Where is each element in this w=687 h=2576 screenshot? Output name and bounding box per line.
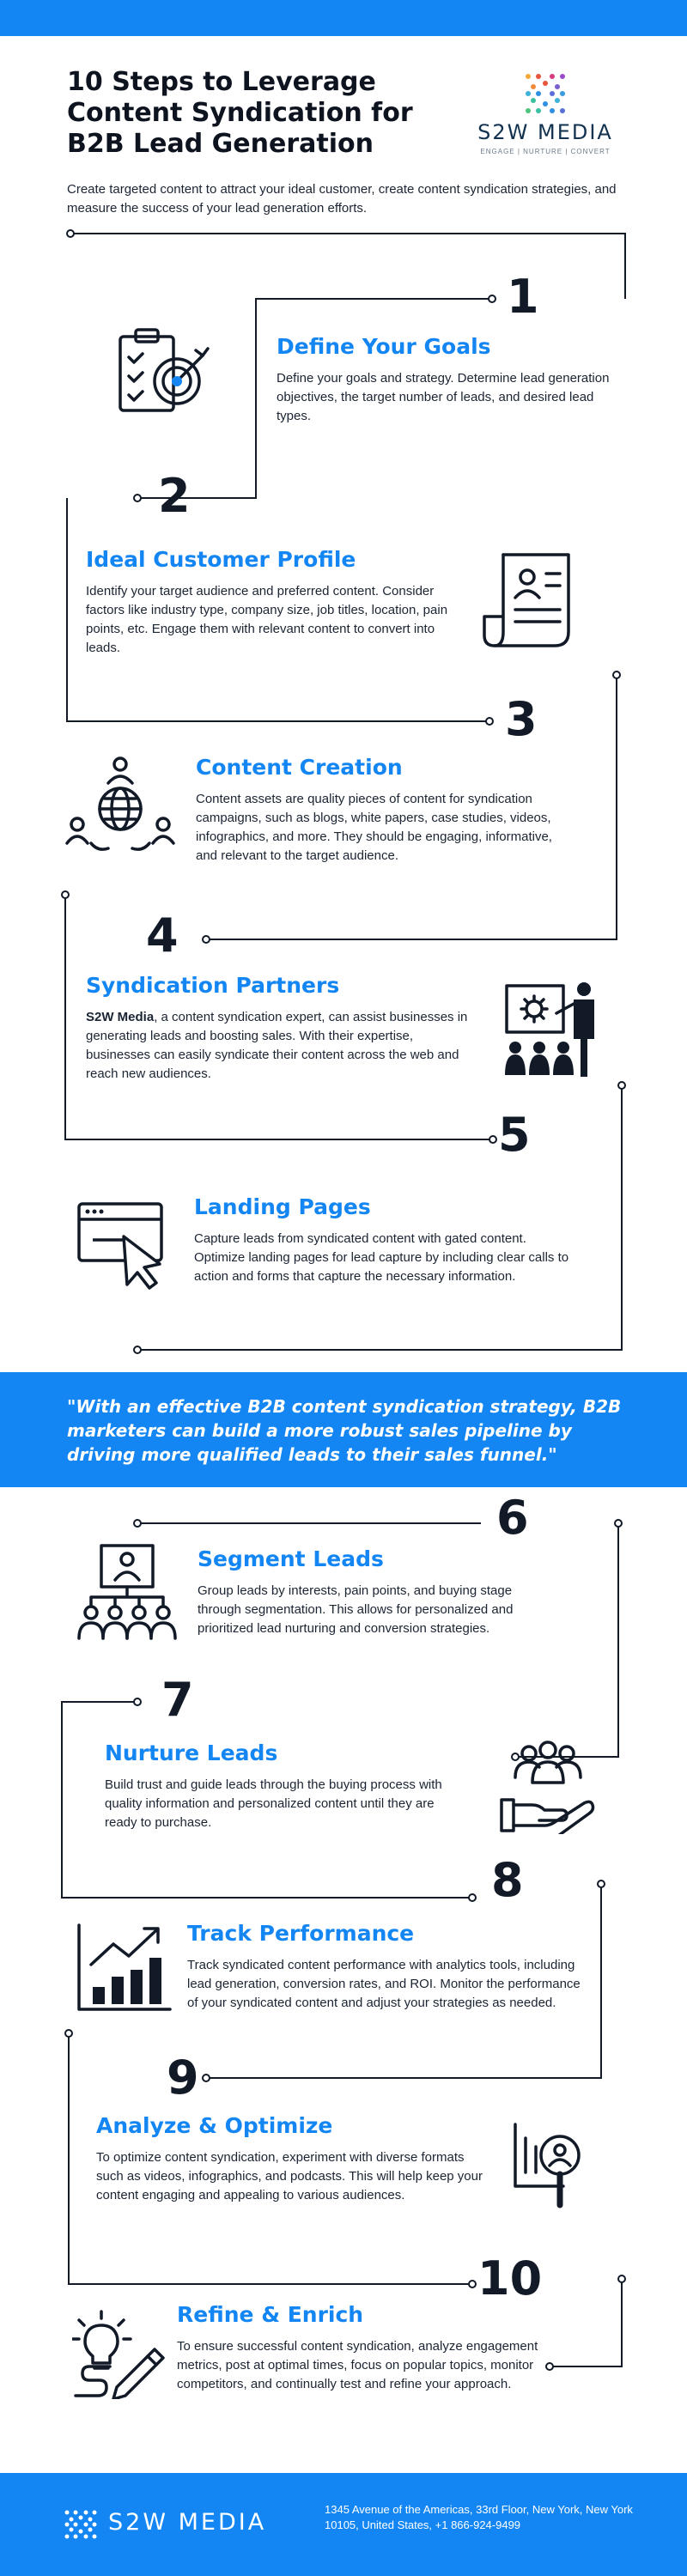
footer-address: 1345 Avenue of the Americas, 33rd Floor,… bbox=[325, 2503, 633, 2531]
step-9-text: To optimize content syndication, experim… bbox=[96, 2150, 483, 2202]
top-bar bbox=[0, 0, 687, 36]
step-6-section: Segment Leads Group leads by interests, … bbox=[198, 1546, 558, 1638]
step-2-text: Identify your target audience and prefer… bbox=[86, 584, 448, 655]
step-7-section: Nurture Leads Build trust and guide lead… bbox=[105, 1740, 465, 1832]
target-checklist-icon bbox=[119, 328, 210, 412]
step-9-number: 9 bbox=[167, 2050, 199, 2105]
logo-dots-icon bbox=[526, 74, 565, 113]
footer-logo-dots-icon bbox=[64, 2510, 97, 2539]
step-6-text: Group leads by interests, pain points, a… bbox=[198, 1583, 514, 1636]
s2w-logo[interactable]: S2W MEDIA ENGAGE | NURTURE | CONVERT bbox=[464, 69, 627, 163]
step-4-number: 4 bbox=[146, 908, 179, 963]
hand-people-icon bbox=[500, 1741, 595, 1834]
presentation-icon bbox=[505, 982, 594, 1077]
step-4-section: Syndication Partners S2W Media, a conten… bbox=[86, 972, 472, 1084]
step-8-number: 8 bbox=[491, 1853, 524, 1907]
step-3-title: Content Creation bbox=[196, 755, 403, 780]
step-5-section: Landing Pages Capture leads from syndica… bbox=[194, 1194, 572, 1286]
step-7-number: 7 bbox=[161, 1673, 194, 1727]
step-6-title: Segment Leads bbox=[198, 1546, 384, 1571]
globe-people-icon bbox=[65, 756, 175, 851]
logo-text: S2W MEDIA bbox=[477, 120, 613, 144]
step-5-number: 5 bbox=[498, 1108, 531, 1162]
org-chart-icon bbox=[77, 1544, 177, 1640]
step-6-number: 6 bbox=[496, 1491, 529, 1545]
step-2-title: Ideal Customer Profile bbox=[86, 547, 356, 572]
step-9-section: Analyze & Optimize To optimize content s… bbox=[96, 2112, 491, 2205]
footer-logo[interactable]: S2W MEDIA bbox=[62, 2507, 319, 2542]
step-10-title: Refine & Enrich bbox=[177, 2302, 364, 2327]
footer: S2W MEDIA 1345 Avenue of the Americas, 3… bbox=[0, 2473, 687, 2576]
browser-cursor-icon bbox=[77, 1202, 163, 1290]
step-4-text: S2W Media, a content syndication expert,… bbox=[86, 1008, 472, 1084]
step-7-text: Build trust and guide leads through the … bbox=[105, 1777, 442, 1830]
step-3-section: Content Creation Content assets are qual… bbox=[196, 754, 556, 866]
step-2-section: Ideal Customer Profile Identify your tar… bbox=[86, 546, 455, 658]
intro-text: Create targeted content to attract your … bbox=[67, 182, 617, 216]
logo-tagline: ENGAGE | NURTURE | CONVERT bbox=[480, 148, 611, 155]
magnifier-chart-icon bbox=[514, 2123, 581, 2208]
step-7-title: Nurture Leads bbox=[105, 1741, 278, 1765]
s2w-media-name: S2W Media bbox=[86, 1010, 155, 1024]
step-3-number: 3 bbox=[505, 692, 538, 746]
step-10-text: To ensure successful content syndication… bbox=[177, 2339, 538, 2391]
step-3-text: Content assets are quality pieces of con… bbox=[196, 792, 552, 863]
step-4-text-body: , a content syndication expert, can assi… bbox=[86, 1010, 468, 1081]
profile-document-icon bbox=[483, 553, 570, 647]
step-8-section: Track Performance Track syndicated conte… bbox=[187, 1920, 582, 2013]
step-5-title: Landing Pages bbox=[194, 1194, 371, 1219]
step-1-number: 1 bbox=[507, 270, 539, 324]
step-8-title: Track Performance bbox=[187, 1921, 415, 1946]
step-1-title: Define Your Goals bbox=[277, 334, 491, 359]
bar-chart-icon bbox=[77, 1923, 172, 2011]
page-title: 10 Steps to Leverage Content Syndication… bbox=[67, 67, 413, 159]
quote-banner: "With an effective B2B content syndicati… bbox=[0, 1372, 687, 1487]
step-5-text: Capture leads from syndicated content wi… bbox=[194, 1231, 569, 1284]
step-10-number: 10 bbox=[477, 2251, 543, 2306]
quote-text: "With an effective B2B content syndicati… bbox=[67, 1396, 622, 1465]
step-1-section: Define Your Goals Define your goals and … bbox=[277, 333, 620, 426]
step-1-text: Define your goals and strategy. Determin… bbox=[277, 371, 610, 423]
step-9-title: Analyze & Optimize bbox=[96, 2113, 333, 2138]
footer-brand-text: S2W MEDIA bbox=[108, 2509, 267, 2536]
step-4-title: Syndication Partners bbox=[86, 973, 340, 998]
step-10-section: Refine & Enrich To ensure successful con… bbox=[177, 2301, 572, 2394]
step-8-text: Track syndicated content performance wit… bbox=[187, 1958, 581, 2010]
step-2-number: 2 bbox=[158, 469, 191, 523]
lightbulb-pencil-icon bbox=[72, 2310, 165, 2399]
